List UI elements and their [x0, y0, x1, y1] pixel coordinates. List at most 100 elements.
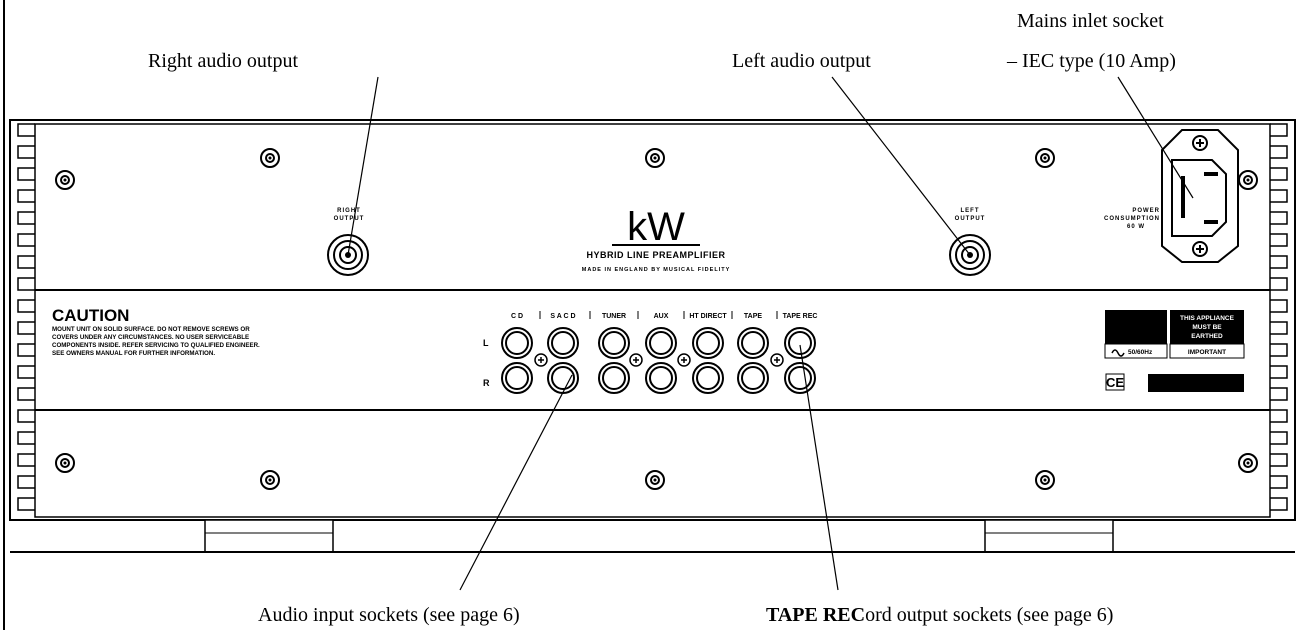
callout-audio-inputs: Audio input sockets (see page 6) [258, 604, 520, 626]
screw [260, 470, 280, 490]
fin [1270, 387, 1288, 401]
made-in-label: MADE IN ENGLAND BY MUSICAL FIDELITY [582, 267, 730, 273]
fin [17, 233, 35, 247]
fin [17, 167, 35, 181]
ac-wave-icon [1111, 349, 1125, 357]
chassis-inner-panel [34, 123, 1271, 518]
input-jack [692, 327, 724, 359]
serial-plate [1148, 374, 1244, 392]
fin [1270, 475, 1288, 489]
input-jack [737, 327, 769, 359]
leader-left-output [831, 76, 971, 256]
input-jack [598, 362, 630, 394]
fin [1270, 189, 1288, 203]
fin [1270, 277, 1288, 291]
earthed-line-1: THIS APPLIANCE [1180, 315, 1235, 322]
notice-black-box [1105, 310, 1167, 344]
input-jack [737, 362, 769, 394]
earthed-notice-box [1170, 310, 1244, 344]
fin [1270, 255, 1288, 269]
ground-post [677, 353, 691, 367]
left-output-jack [949, 234, 991, 276]
fin [17, 255, 35, 269]
fin [17, 145, 35, 159]
fin [1270, 365, 1288, 379]
fin [17, 453, 35, 467]
earthed-line-3: EARTHED [1191, 333, 1223, 340]
fin [1270, 409, 1288, 423]
fin [1270, 233, 1288, 247]
fin [17, 409, 35, 423]
input-label: C D [511, 313, 523, 320]
right-output-jack [327, 234, 369, 276]
screw [55, 170, 75, 190]
important-box [1169, 343, 1245, 359]
right-output-panel-label-2: OUTPUT [334, 216, 365, 222]
power-label-1: POWER [1132, 208, 1160, 214]
caution-line-2: COVERS UNDER ANY CIRCUMSTANCES. NO USER … [52, 334, 249, 341]
input-jack [692, 362, 724, 394]
screw [1035, 148, 1055, 168]
fin [1270, 497, 1288, 511]
input-label: TAPE REC [783, 313, 818, 320]
caution-title: CAUTION [52, 306, 129, 325]
earthed-line-2: MUST BE [1192, 324, 1222, 331]
ce-mark-box [1105, 373, 1125, 391]
voltage-box [1104, 343, 1168, 359]
screw [260, 148, 280, 168]
foot-right [984, 519, 1114, 553]
input-jack [784, 327, 816, 359]
callout-tape-rec-rest: ord output sockets (see page 6) [865, 604, 1113, 626]
leader-mains-inlet [1117, 76, 1194, 199]
caution-line-3: COMPONENTS INSIDE. REFER SERVICING TO QU… [52, 342, 260, 349]
input-label: TAPE [744, 313, 762, 320]
input-label: S A C D [550, 313, 575, 320]
heatsink-fins-right [1270, 123, 1288, 511]
channel-right-label: R [483, 378, 490, 388]
fin [17, 211, 35, 225]
screw [55, 453, 75, 473]
iec-mains-inlet [1161, 129, 1239, 263]
fin [1270, 299, 1288, 313]
input-jack [501, 362, 533, 394]
heatsink-fins-left [17, 123, 35, 511]
leader-right-output [347, 76, 379, 256]
ground-post [534, 353, 548, 367]
power-label-2: CONSUMPTION [1104, 216, 1160, 222]
brand-logo: kW [627, 205, 685, 249]
fin [1270, 211, 1288, 225]
voltage-label: 50/60Hz [1128, 349, 1153, 356]
screw [1035, 470, 1055, 490]
ground-post [629, 353, 643, 367]
right-output-panel-label-1: RIGHT [337, 208, 361, 214]
screws [55, 148, 1258, 490]
fin [1270, 145, 1288, 159]
caution-line-4: SEE OWNERS MANUAL FOR FURTHER INFORMATIO… [52, 350, 215, 357]
fin [17, 343, 35, 357]
callout-tape-rec-bold: TAPE REC [766, 604, 865, 626]
fin [1270, 453, 1288, 467]
screw [1238, 453, 1258, 473]
chassis-outline [9, 119, 1296, 521]
input-jacks [501, 327, 816, 394]
fin [1270, 343, 1288, 357]
fin [17, 387, 35, 401]
fin [1270, 431, 1288, 445]
ground-post [770, 353, 784, 367]
input-jack [598, 327, 630, 359]
fin [17, 475, 35, 489]
input-jack [547, 327, 579, 359]
model-name: HYBRID LINE PREAMPLIFIER [586, 250, 725, 260]
screw [645, 148, 665, 168]
left-output-panel-label-2: OUTPUT [955, 216, 986, 222]
input-jack [784, 362, 816, 394]
important-label: IMPORTANT [1188, 349, 1226, 356]
power-label-3: 60 W [1127, 224, 1145, 230]
fin [17, 321, 35, 335]
input-jack [547, 362, 579, 394]
input-jack [645, 362, 677, 394]
callout-mains-line-1: Mains inlet socket [1017, 10, 1164, 32]
fin [17, 189, 35, 203]
